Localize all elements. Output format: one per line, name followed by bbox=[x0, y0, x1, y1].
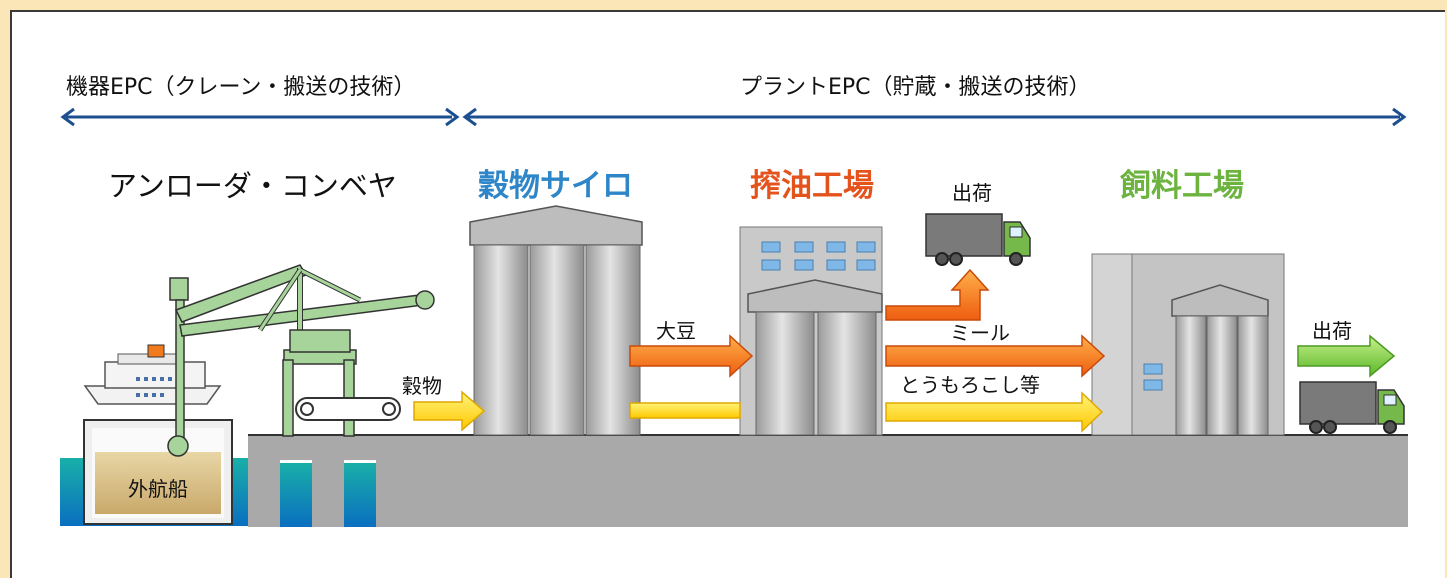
grain-silo-title: 穀物サイロ bbox=[478, 168, 633, 204]
equipment-epc-scope: 機器EPC（クレーン・搬送の技術） bbox=[60, 75, 460, 127]
meal-flow-label: ミール bbox=[950, 321, 1010, 345]
unloader-crane bbox=[167, 264, 435, 457]
belt-conveyor bbox=[295, 397, 401, 421]
plant-epc-scope: プラントEPC（貯蔵・搬送の技術） bbox=[462, 75, 1407, 127]
feed-shipping-label: 出荷 bbox=[1312, 319, 1352, 343]
corn-flow-through-silo bbox=[629, 402, 741, 419]
feed-shipping-arrow: 出荷 bbox=[1297, 319, 1396, 378]
truck-feed-shipping bbox=[1299, 381, 1405, 434]
oil-mill-title: 搾油工場 bbox=[750, 168, 874, 204]
grain-silo bbox=[469, 205, 643, 436]
soybean-flow-arrow: 大豆 bbox=[629, 319, 754, 378]
corn-flow-arrow: とうもろこし等 bbox=[885, 373, 1104, 433]
corn-flow-label: とうもろこし等 bbox=[900, 373, 1040, 397]
feed-mill-title: 飼料工場 bbox=[1120, 168, 1244, 204]
oil-shipping-label: 出荷 bbox=[952, 181, 992, 205]
ship-label: 外航船 bbox=[128, 477, 188, 501]
grain-flow-arrow: 穀物 bbox=[402, 374, 486, 432]
unloader-conveyor-title: アンローダ・コンベヤ bbox=[108, 169, 397, 203]
equipment-epc-label: 機器EPC（クレーン・搬送の技術） bbox=[66, 75, 415, 100]
grain-flow-label: 穀物 bbox=[402, 374, 442, 398]
quay bbox=[248, 434, 1408, 527]
truck-oil-shipping bbox=[925, 213, 1031, 266]
meal-flow-arrow: ミール bbox=[885, 321, 1106, 378]
soybean-flow-label: 大豆 bbox=[656, 319, 696, 343]
oil-shipping-arrow: 出荷 bbox=[885, 181, 992, 321]
ocean-ship: 外航船 bbox=[83, 344, 233, 525]
plant-epc-label: プラントEPC（貯蔵・搬送の技術） bbox=[740, 75, 1091, 100]
feed-mill bbox=[1091, 253, 1285, 436]
oil-mill bbox=[739, 226, 883, 436]
